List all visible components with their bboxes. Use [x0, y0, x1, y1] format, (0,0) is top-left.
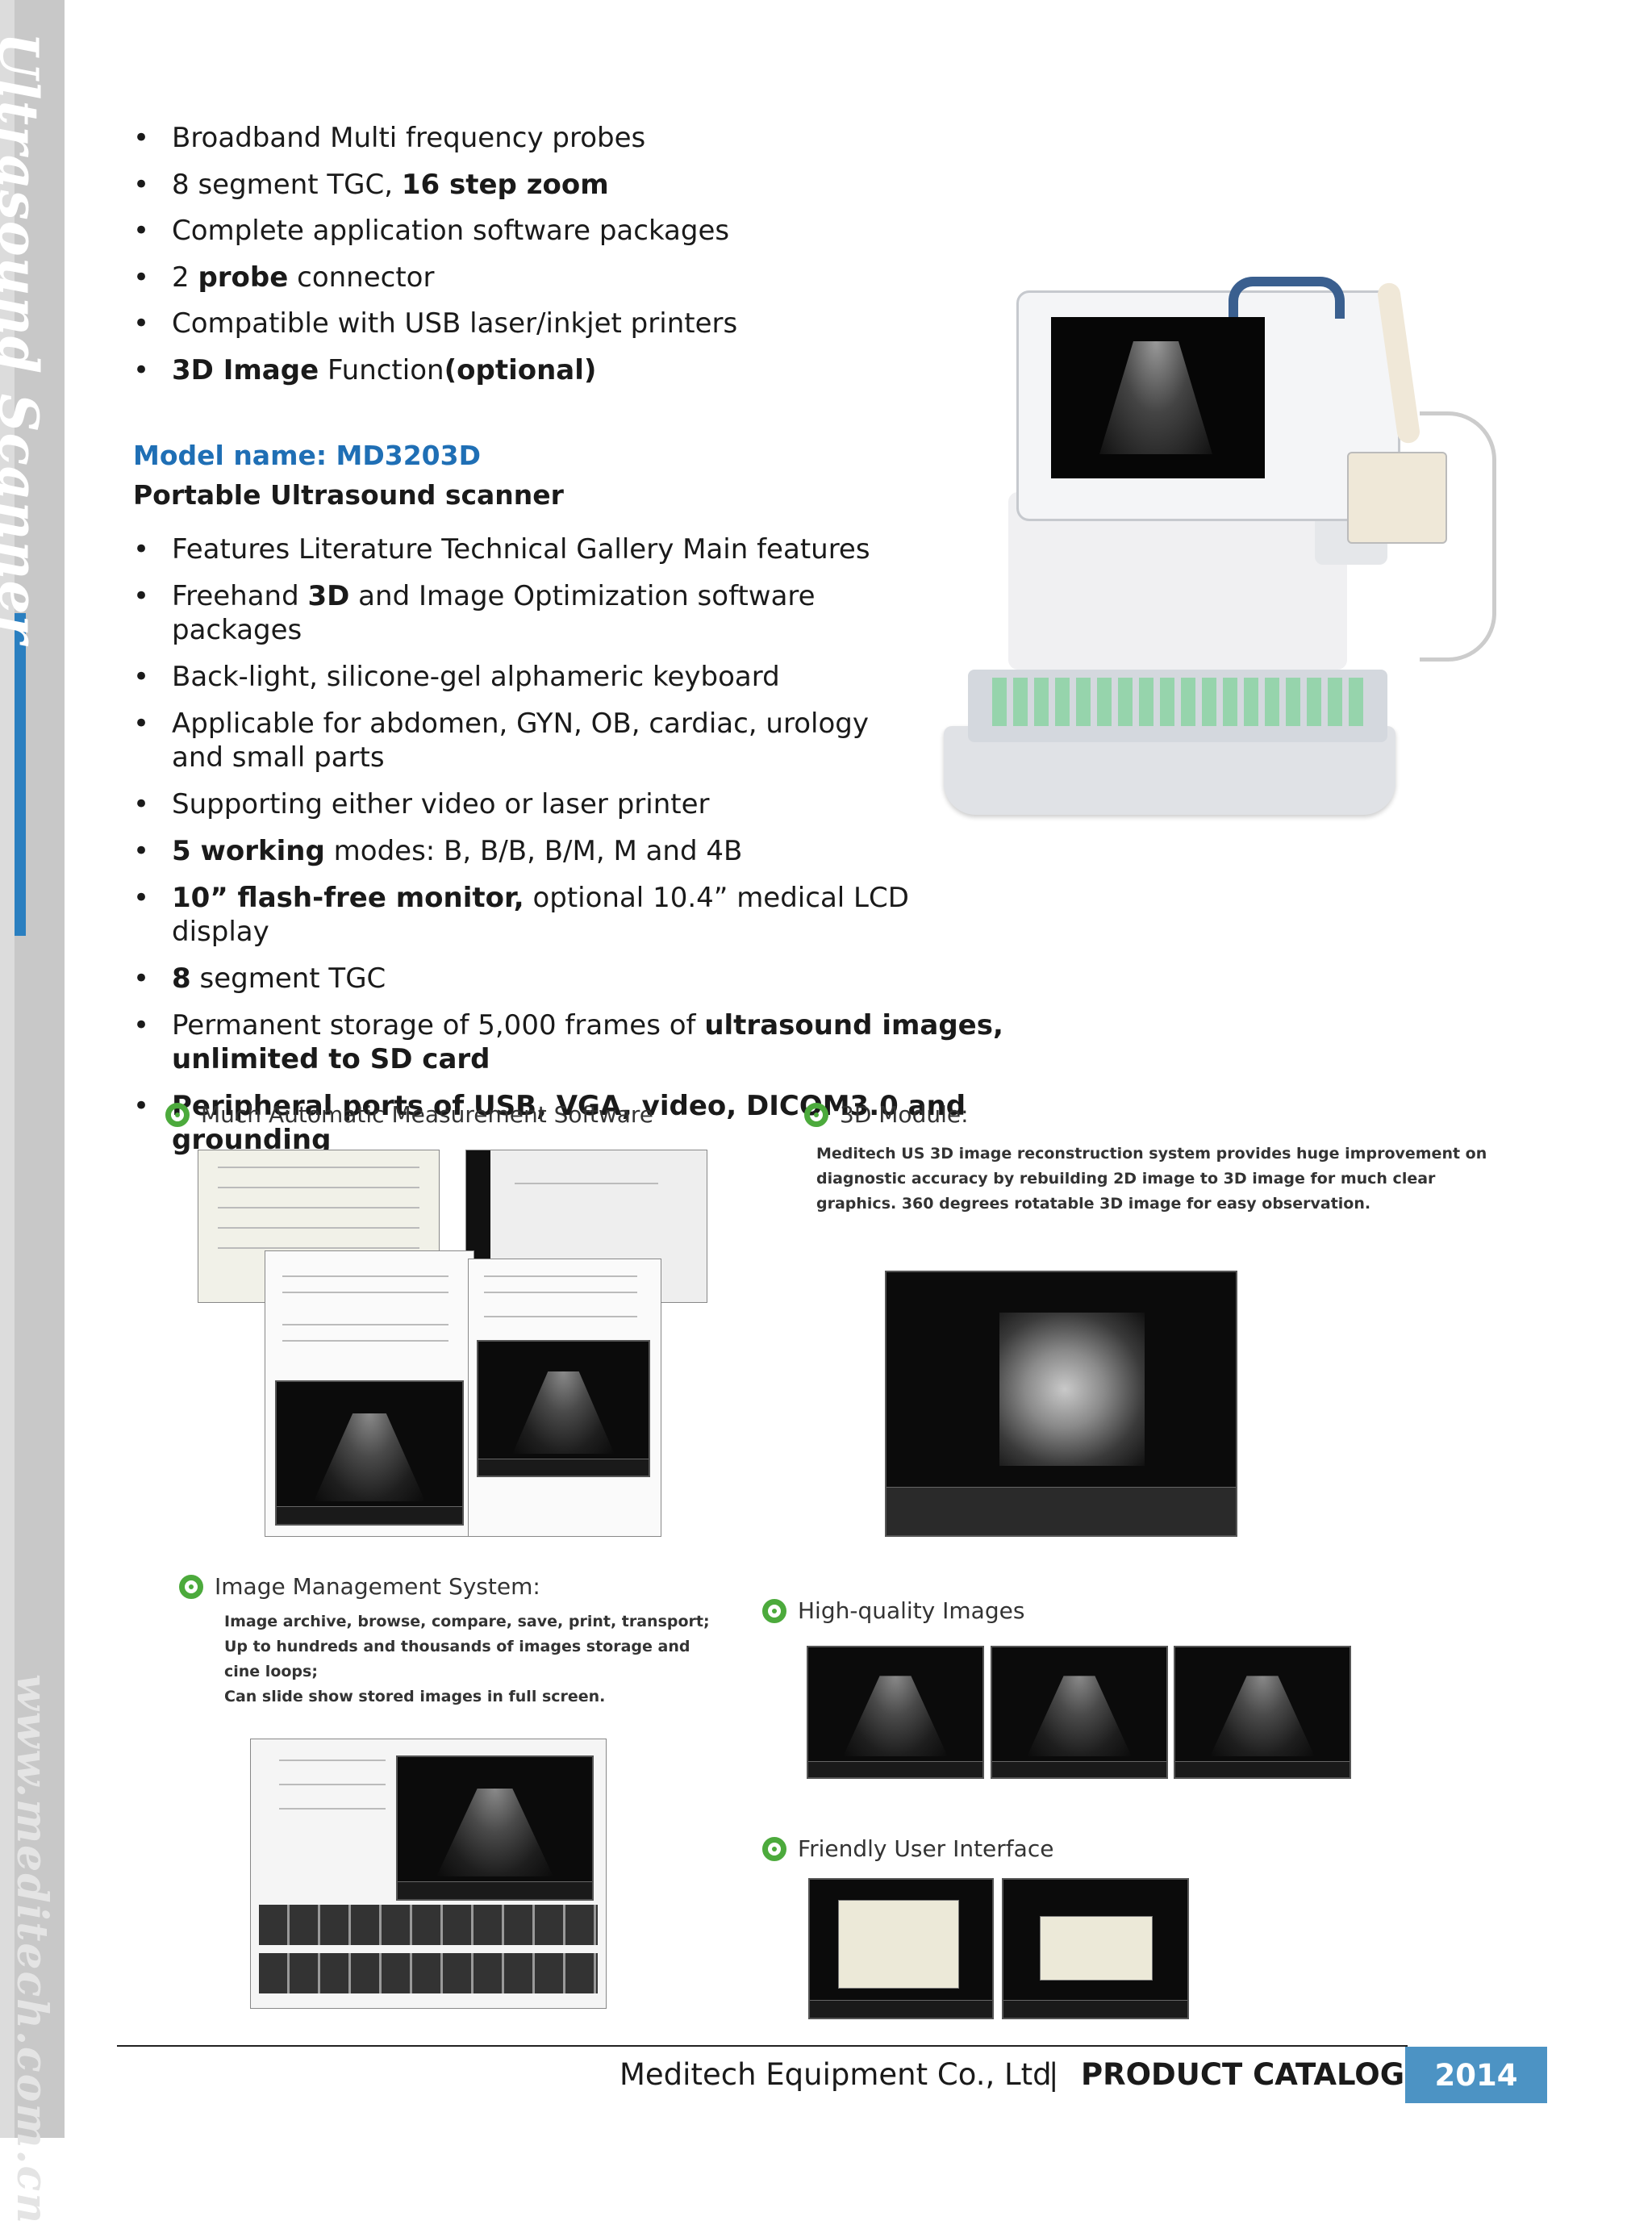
ims-screenshot — [250, 1739, 607, 2009]
model-subtitle: Portable Ultrasound scanner — [133, 479, 564, 511]
feature-main-text: optional 10.4” medical LCD — [524, 882, 909, 914]
feature-top-item: 2 probe connector — [133, 261, 1085, 294]
feature-main-text: Peripheral ports of USB, VGA, video, DIC… — [172, 1090, 966, 1156]
ims-section-title: Image Management System: — [179, 1573, 540, 1600]
sidebar — [0, 0, 65, 2138]
bullet-ring-icon — [762, 1836, 786, 1861]
features-main-list: Features Literature Technical Gallery Ma… — [133, 532, 1085, 1170]
feature-top-item: Compatible with USB laser/inkjet printer… — [133, 307, 1085, 340]
ui-screenshot-2 — [1002, 1878, 1189, 2019]
probe-holder — [1347, 452, 1447, 544]
sidebar-accent-bar — [15, 613, 26, 936]
footer-year: 2014 — [1405, 2047, 1547, 2103]
hq-section-title: High-quality Images — [762, 1597, 1024, 1624]
feature-top-text: 3D Image — [172, 353, 319, 386]
feature-main-text: ultrasound images, unlimited to SD card — [172, 1009, 1003, 1075]
ui-screenshot-1 — [808, 1878, 994, 2019]
features-top-list: Broadband Multi frequency probes 8 segmen… — [133, 121, 1085, 399]
feature-main-text: 5 working — [172, 835, 325, 867]
device-body — [1008, 492, 1347, 670]
ui-title: Friendly User Interface — [798, 1835, 1054, 1862]
device-monitor — [1016, 277, 1400, 521]
feature-main-text: Features Literature Technical Gallery Ma… — [172, 533, 870, 566]
hq-image-1 — [807, 1646, 984, 1779]
feature-main-item: Peripheral ports of USB, VGA, video, DIC… — [133, 1089, 1085, 1157]
feature-main-text: Permanent storage of 5,000 frames of — [172, 1009, 705, 1042]
feature-top-text: Compatible with USB laser/inkjet printer… — [172, 307, 738, 340]
feature-main-text: modes: B, B/B, B/M, M and 4B — [324, 835, 743, 867]
feature-main-text: display — [172, 916, 269, 948]
feature-main-item: 10” flash-free monitor, optional 10.4” m… — [133, 881, 1085, 949]
module3d-title: 3D Module: — [840, 1101, 969, 1128]
bullet-ring-icon — [762, 1598, 786, 1623]
ultrasound-device-image — [936, 277, 1549, 839]
feature-main-item: Freehand 3D and Image Optimization softw… — [133, 579, 1085, 647]
measurement-section-title: Much Automatic Measurement Software — [165, 1101, 653, 1128]
ims-title: Image Management System: — [215, 1573, 540, 1600]
hq-title: High-quality Images — [798, 1597, 1025, 1624]
footer-separator: | — [1049, 2057, 1059, 2092]
feature-main-text: 10” flash-free monitor, — [172, 882, 524, 914]
feature-top-text: probe — [198, 261, 289, 294]
measurement-title: Much Automatic Measurement Software — [201, 1101, 653, 1128]
feature-main-item: Applicable for abdomen, GYN, OB, cardiac… — [133, 707, 1085, 774]
feature-main-item: Back-light, silicone-gel alphameric keyb… — [133, 660, 1085, 694]
feature-main-text: segment TGC — [190, 962, 386, 995]
device-keys — [992, 678, 1363, 726]
feature-main-text: 8 — [172, 962, 191, 995]
bullet-ring-icon — [165, 1102, 190, 1127]
feature-top-text: 16 step zoom — [401, 168, 609, 201]
sidebar-url: www.meditech.com.cn — [7, 1674, 56, 2225]
footer-catalog: PRODUCT CATALOGE — [1081, 2057, 1425, 2092]
sidebar-title: Ultrasound Scanner — [0, 32, 50, 645]
device-lcd — [1051, 317, 1265, 478]
feature-main-text: 3D — [307, 580, 350, 612]
feature-main-text: Back-light, silicone-gel alphameric keyb… — [172, 661, 780, 693]
feature-main-item: Supporting either video or laser printer — [133, 787, 1085, 821]
feature-main-item: 5 working modes: B, B/B, B/M, M and 4B — [133, 834, 1085, 868]
feature-top-text: (optional) — [444, 353, 597, 386]
feature-main-item: 8 segment TGC — [133, 962, 1085, 996]
feature-main-text: and small parts — [172, 741, 385, 774]
ims-description: Image archive, browse, compare, save, pr… — [224, 1613, 710, 1705]
module3d-screenshot — [885, 1271, 1237, 1537]
footer-rule — [117, 2045, 1408, 2047]
model-name: Model name: MD3203D — [133, 440, 481, 471]
hq-image-3 — [1174, 1646, 1351, 1779]
feature-top-text: connector — [288, 261, 435, 294]
feature-top-item: Broadband Multi frequency probes — [133, 121, 1085, 155]
feature-top-item: 8 segment TGC, 16 step zoom — [133, 168, 1085, 202]
module3d-section-title: 3D Module: — [804, 1101, 969, 1128]
feature-main-text: Freehand — [172, 580, 308, 612]
module3d-description: Meditech US 3D image reconstruction syst… — [816, 1145, 1487, 1213]
hq-image-2 — [991, 1646, 1168, 1779]
feature-top-text: 8 segment TGC, — [172, 168, 402, 201]
footer-company: Meditech Equipment Co., Ltd — [620, 2057, 1052, 2092]
feature-top-text: Complete application software packages — [172, 215, 730, 247]
feature-main-text: packages — [172, 614, 302, 646]
feature-main-item: Features Literature Technical Gallery Ma… — [133, 532, 1085, 566]
device-handle — [1229, 277, 1345, 319]
feature-main-text: and Image Optimization software — [349, 580, 816, 612]
sidebar-strip — [0, 0, 15, 2138]
feature-top-text: 2 — [172, 261, 198, 294]
feature-top-item: 3D Image Function(optional) — [133, 353, 1085, 387]
bullet-ring-icon — [804, 1102, 828, 1127]
feature-top-text: Function — [319, 353, 444, 386]
bullet-ring-icon — [179, 1574, 203, 1599]
report-print-screenshot — [468, 1259, 661, 1537]
feature-main-text: Supporting either video or laser printer — [172, 788, 710, 820]
ob-report-screenshot — [265, 1250, 474, 1537]
feature-main-item: Permanent storage of 5,000 frames of ult… — [133, 1008, 1085, 1076]
feature-top-text: Broadband Multi frequency probes — [172, 122, 646, 154]
feature-top-item: Complete application software packages — [133, 214, 1085, 248]
ui-section-title: Friendly User Interface — [762, 1835, 1053, 1862]
probe-cable — [1420, 411, 1496, 662]
feature-main-text: Applicable for abdomen, GYN, OB, cardiac… — [172, 708, 869, 740]
